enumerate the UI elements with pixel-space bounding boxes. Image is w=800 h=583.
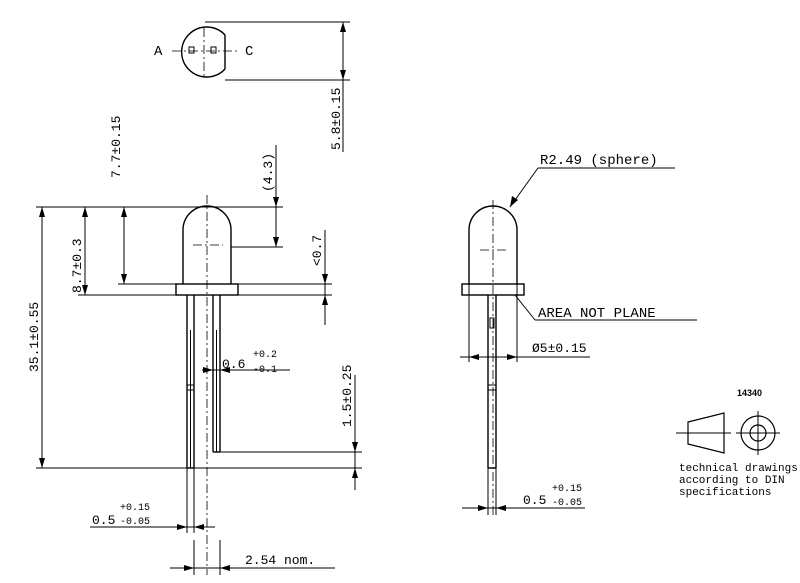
dim-flange: <0.7 bbox=[310, 235, 325, 266]
stamp-line-3: specifications bbox=[679, 487, 771, 499]
dim-radius: R2.49 (sphere) bbox=[540, 153, 658, 169]
cathode-pin bbox=[210, 46, 217, 54]
lead-right bbox=[212, 295, 221, 453]
top-view: A C 5.8±0.15 bbox=[154, 21, 350, 152]
led-body bbox=[182, 205, 232, 284]
dim-front-lead-tol-minus: -0.05 bbox=[552, 498, 582, 509]
stamp-line-1: technical drawings bbox=[679, 463, 798, 475]
dim-lead-width-tol-plus: +0.2 bbox=[253, 350, 277, 361]
dim-dome-approx: (4.3) bbox=[261, 153, 276, 192]
anode-pin bbox=[188, 46, 195, 54]
dim-front-lead-thickness: 0.5 bbox=[523, 493, 546, 508]
cathode-label: C bbox=[245, 44, 253, 60]
front-view: R2.49 (sphere) AREA NOT PLANE Ø5±0.15 0.… bbox=[460, 153, 697, 515]
din-projection-stamp: 14340 technical drawings according to DI… bbox=[676, 388, 798, 499]
dim-lead-thickness: 0.5 bbox=[92, 513, 115, 528]
dim-dome-height: 7.7±0.15 bbox=[109, 116, 124, 178]
anode-label: A bbox=[154, 44, 163, 60]
front-lead bbox=[487, 295, 497, 469]
dim-body-height: 8.7±0.3 bbox=[70, 238, 85, 293]
stamp-line-2: according to DIN bbox=[679, 475, 785, 487]
projection-frustum-icon bbox=[687, 412, 725, 454]
stamp-number: 14340 bbox=[737, 388, 762, 398]
dim-height-top: 5.8±0.15 bbox=[329, 88, 344, 150]
side-view: 35.1±0.55 8.7±0.3 7.7±0.15 (4.3) <0.7 0.… bbox=[27, 116, 362, 575]
dim-lead-width-tol-minus: -0.1 bbox=[253, 365, 277, 376]
dim-lead-width: 0.6 bbox=[222, 357, 245, 372]
dim-total-height: 35.1±0.55 bbox=[27, 302, 42, 372]
dim-pitch: 2.54 nom. bbox=[245, 553, 315, 568]
lead-left bbox=[186, 295, 195, 469]
dim-lead-thickness-tol-plus: +0.15 bbox=[120, 503, 150, 514]
dim-front-lead-tol-plus: +0.15 bbox=[552, 484, 582, 495]
dim-standoff: 1.5±0.25 bbox=[340, 365, 355, 427]
note-area-not-plane: AREA NOT PLANE bbox=[538, 306, 656, 322]
dim-lead-thickness-tol-minus: -0.05 bbox=[120, 517, 150, 528]
top-view-outline bbox=[181, 26, 226, 78]
front-led-flange bbox=[461, 283, 525, 296]
dim-diameter: Ø5±0.15 bbox=[532, 341, 587, 356]
